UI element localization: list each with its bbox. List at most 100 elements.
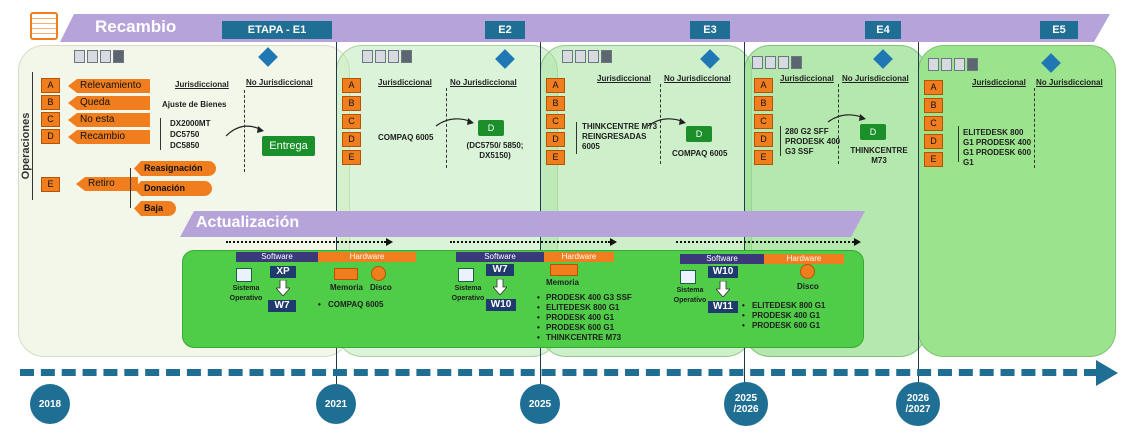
- disco-label: Disco: [370, 283, 392, 292]
- update-model: PRODESK 400 G1: [546, 313, 615, 322]
- bullet-point: •: [742, 321, 745, 330]
- update-model: ELITEDESK 800 G1: [546, 303, 620, 312]
- letter-b: B: [924, 98, 943, 113]
- letter-c: C: [546, 114, 565, 129]
- stage-tag-e3: E3: [690, 21, 730, 39]
- actualizacion-banner: [180, 211, 865, 237]
- stage-tag-e4: E4: [865, 21, 901, 39]
- disk-icon: [800, 264, 815, 279]
- arrowhead-icon: [386, 238, 393, 246]
- no-jurisdiccional-header: No Jurisdiccional: [664, 74, 731, 83]
- disk-icon: [371, 266, 386, 281]
- jurisdiccional-header: Jurisdiccional: [378, 78, 432, 87]
- op-relevamiento: Relevamiento: [68, 79, 150, 93]
- models-bracket: [576, 122, 581, 154]
- letter-a: A: [342, 78, 361, 93]
- letter-e: E: [754, 150, 773, 165]
- update-model: PRODESK 600 G1: [546, 323, 615, 332]
- e3-models: THINKCENTRE M73 REINGRESADAS 6005: [582, 122, 658, 151]
- update-panel: [182, 250, 864, 348]
- op-no-esta: No esta: [68, 113, 150, 127]
- letter-a: A: [754, 78, 773, 93]
- memoria-label: Memoria: [546, 278, 579, 287]
- models-bracket: [958, 126, 963, 162]
- os-to: W7: [268, 300, 296, 312]
- d-note: THINKCENTRE M73: [850, 146, 908, 165]
- no-jurisdiccional-header: No Jurisdiccional: [842, 74, 909, 83]
- update-model: PRODESK 400 G1: [752, 311, 821, 320]
- bullet-point: •: [537, 333, 540, 342]
- no-jurisdiccional-header: No Jurisdiccional: [1036, 78, 1103, 87]
- bullet-point: •: [742, 301, 745, 310]
- operaciones-label: Operaciones: [20, 112, 32, 180]
- windows-os-icon: [458, 268, 474, 282]
- bullet-point: •: [537, 303, 540, 312]
- model-dc5750: DC5750: [170, 130, 200, 139]
- memoria-label: Memoria: [330, 283, 363, 292]
- jurisdiction-divider: [838, 84, 839, 164]
- operaciones-bracket: [32, 72, 39, 200]
- disco-label: Disco: [797, 282, 819, 291]
- letter-b: B: [546, 96, 565, 111]
- e5-models: ELITEDESK 800 G1 PRODESK 400 G1 PRODESK …: [963, 128, 1032, 167]
- jurisdiction-divider: [1034, 88, 1035, 168]
- jurisdiction-divider: [446, 88, 447, 168]
- hardware-bar: Hardware: [764, 254, 844, 264]
- d-box: D: [478, 120, 504, 136]
- op-queda: Queda: [68, 96, 150, 110]
- option-reasignacion: Reasignación: [134, 161, 216, 176]
- timeline-arrowhead-icon: [1096, 360, 1118, 386]
- jurisdiccional-header: Jurisdiccional: [972, 78, 1026, 87]
- computer-devices-icon: [74, 50, 124, 63]
- bullet-point: •: [537, 293, 540, 302]
- update-model: THINKCENTRE M73: [546, 333, 622, 342]
- stage-tag-e2: E2: [485, 21, 525, 39]
- model-dc5850: DC5850: [170, 141, 200, 150]
- arrowhead-icon: [610, 238, 617, 246]
- stage-tag-e1: ETAPA - E1: [222, 21, 332, 39]
- stage-tag-e5: E5: [1040, 21, 1078, 39]
- op-recambio: Recambio: [68, 130, 150, 144]
- down-arrow-icon: [716, 281, 730, 297]
- jurisdiccional-header: Jurisdiccional: [597, 74, 651, 83]
- recambio-title: Recambio: [95, 17, 177, 36]
- jurisdiccional-header: Jurisdiccional: [175, 80, 229, 89]
- jurisdiction-divider: [660, 84, 661, 164]
- stage-divider: [918, 30, 919, 402]
- year-2021: 2021: [316, 384, 356, 424]
- curved-arrow-icon: [827, 114, 866, 123]
- letter-d: D: [41, 129, 60, 144]
- bullet-point: •: [537, 313, 540, 322]
- letter-e: E: [924, 152, 943, 167]
- year-2025: 2025: [520, 384, 560, 424]
- os-to: W11: [708, 301, 738, 313]
- e4-models: 280 G2 SFF PRODESK 400 G3 SSF: [785, 127, 841, 156]
- retiro-bracket: [130, 168, 135, 208]
- letter-d: D: [924, 134, 943, 149]
- update-model: PRODESK 600 G1: [752, 321, 821, 330]
- timeline-dashed-line: [20, 369, 1098, 376]
- update-model: COMPAQ 6005: [328, 300, 384, 309]
- model-compaq-6005: COMPAQ 6005: [378, 133, 434, 142]
- d-box: D: [860, 124, 886, 140]
- curved-arrow-icon: [225, 125, 264, 137]
- windows-os-icon: [236, 268, 252, 282]
- computer-devices-icon: [562, 50, 612, 63]
- letter-d: D: [546, 132, 565, 147]
- letter-d: D: [754, 132, 773, 147]
- letter-e: E: [342, 150, 361, 165]
- option-baja: Baja: [134, 201, 176, 216]
- software-bar: Software: [456, 252, 544, 262]
- ajuste-de-bienes: Ajuste de Bienes: [162, 100, 227, 109]
- letter-c: C: [924, 116, 943, 131]
- computer-devices-icon: [752, 56, 802, 69]
- update-model: ELITEDESK 800 G1: [752, 301, 826, 310]
- year-2025-2026: 2025 /2026: [724, 382, 768, 426]
- progress-dotted-line: [450, 241, 610, 243]
- hardware-bar: Hardware: [318, 252, 416, 262]
- os-to: W10: [486, 299, 516, 311]
- bullet-point: •: [537, 323, 540, 332]
- no-jurisdiccional-header: No Jurisdiccional: [450, 78, 517, 87]
- models-bracket: [780, 126, 785, 156]
- computer-devices-icon: [362, 50, 412, 63]
